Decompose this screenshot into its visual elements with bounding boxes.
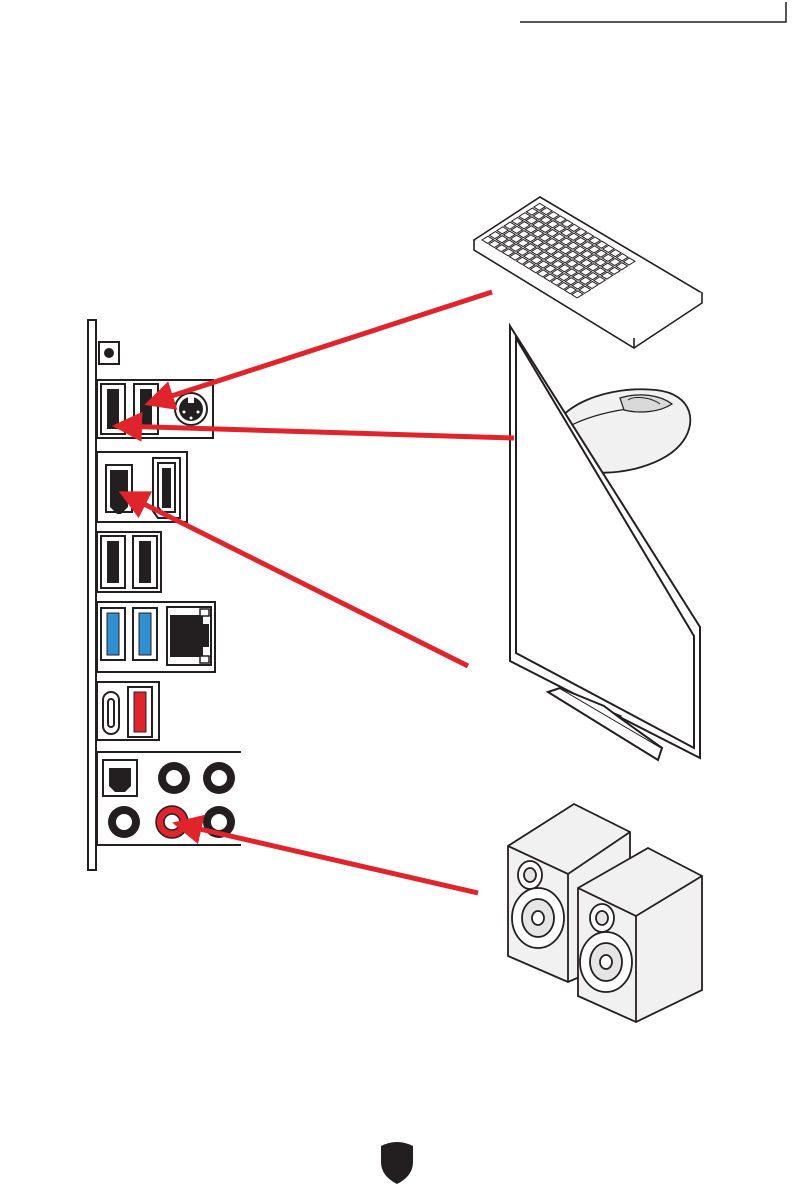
monitor-icon — [510, 326, 700, 760]
rj45-icon[interactable] — [167, 607, 211, 665]
audio-jack-icon[interactable] — [203, 762, 235, 794]
arrow-speakers-to-line-out-jack — [178, 824, 478, 893]
keyboard-icon — [474, 197, 702, 348]
audio-jack-red-icon[interactable] — [156, 806, 188, 838]
spdif-icon[interactable] — [103, 760, 137, 796]
usb-c-icon[interactable] — [103, 692, 119, 734]
arrow-keyboard-to-usb2-port-2 — [150, 292, 492, 403]
corner-mark — [520, 2, 786, 22]
usb-a-blue-icon[interactable] — [101, 608, 125, 660]
usb-a-blue-icon[interactable] — [133, 608, 157, 660]
audio-jack-icon[interactable] — [158, 762, 190, 794]
speakers-icon — [508, 804, 702, 1022]
shield-icon — [381, 1142, 413, 1184]
hdmi-icon[interactable] — [106, 465, 132, 514]
io-panel — [88, 320, 241, 870]
usb-a-icon[interactable] — [133, 536, 157, 588]
usb-a-red-icon[interactable] — [128, 687, 152, 737]
button-icon[interactable] — [99, 342, 119, 364]
audio-jack-icon[interactable] — [108, 806, 140, 838]
io-panel-edge — [88, 320, 96, 870]
ps2-icon[interactable] — [175, 393, 207, 425]
usb-a-icon[interactable] — [101, 536, 125, 588]
